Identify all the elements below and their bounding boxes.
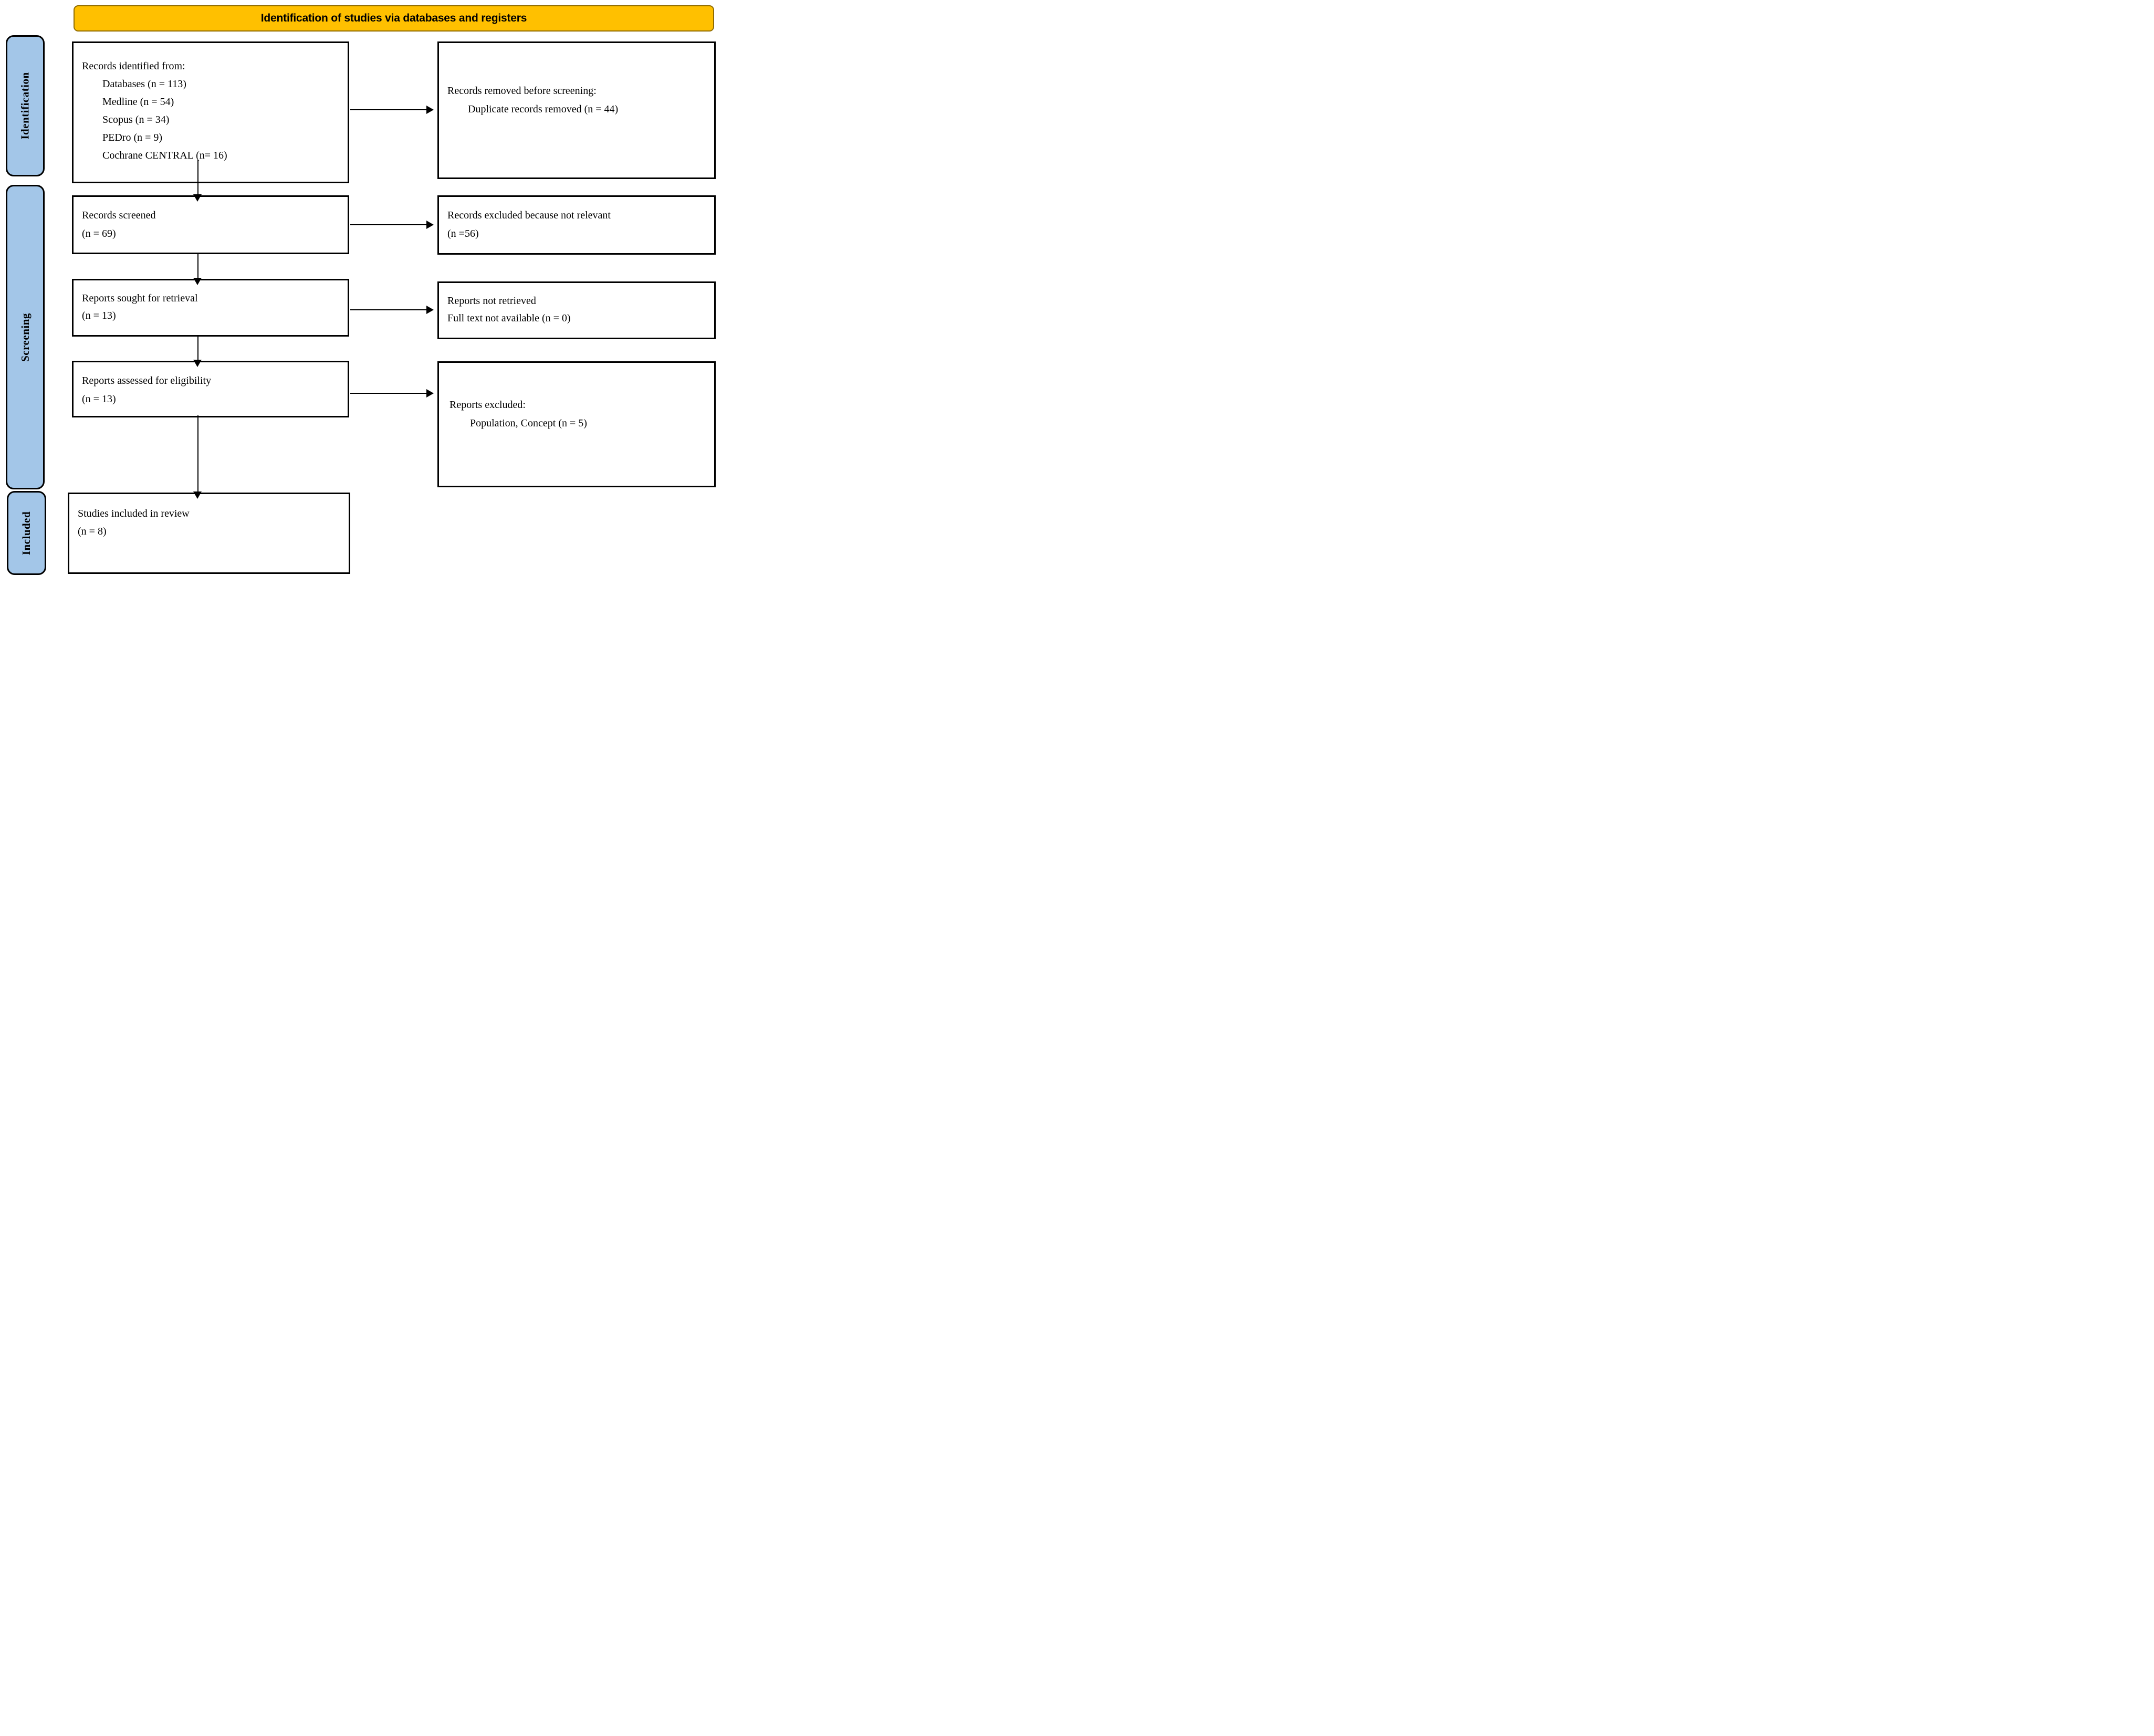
box-line: Records identified from: <box>82 60 185 72</box>
arrow-assessed-to-excluded-line <box>350 393 426 394</box>
stage-included-label: Included <box>20 511 33 555</box>
box-line: Reports sought for retrieval <box>82 292 198 304</box>
box-line: (n =56) <box>447 228 479 239</box>
box-line: Databases (n = 113) <box>102 78 186 90</box>
arrow-screened-to-sought-line <box>197 254 198 279</box>
box-studies-included: Studies included in review (n = 8) <box>68 493 350 574</box>
box-line: PEDro (n = 9) <box>102 132 163 143</box>
stage-screening-label: Screening <box>18 312 32 362</box>
box-line: (n = 69) <box>82 228 116 239</box>
box-line: Cochrane CENTRAL (n= 16) <box>102 150 227 161</box>
banner-identification-of-studies: Identification of studies via databases … <box>74 5 714 32</box>
box-reports-excluded: Reports excluded: Population, Concept (n… <box>437 361 716 487</box>
stage-identification: Identification <box>6 35 45 176</box>
box-records-identified: Records identified from: Databases (n = … <box>72 41 349 183</box>
stage-screening: Screening <box>6 185 45 489</box>
arrow-assessed-to-excluded-head <box>426 389 434 398</box>
box-line: Records screened <box>82 210 156 221</box>
box-line: Full text not available (n = 0) <box>447 312 571 324</box>
box-reports-not-retrieved: Reports not retrieved Full text not avai… <box>437 281 716 339</box>
arrow-sought-to-assessed-head <box>193 360 202 367</box>
arrow-identified-to-removed-line <box>350 109 426 110</box>
arrow-sought-to-notretrieved-head <box>426 306 434 314</box>
prisma-flow-diagram: Identification of studies via databases … <box>0 0 718 579</box>
box-records-removed: Records removed before screening: Duplic… <box>437 41 716 179</box>
box-line: Medline (n = 54) <box>102 96 174 108</box>
arrow-identified-to-removed-head <box>426 106 434 114</box>
box-line: Duplicate records removed (n = 44) <box>468 103 619 115</box>
box-line: Population, Concept (n = 5) <box>470 417 587 429</box>
box-line: Records excluded because not relevant <box>447 210 611 221</box>
arrow-identified-to-screened-line <box>197 160 198 195</box>
arrow-sought-to-notretrieved-line <box>350 309 426 310</box>
arrow-assessed-to-included-head <box>193 491 202 499</box>
box-line: Records removed before screening: <box>447 85 597 97</box>
stage-identification-label: Identification <box>18 72 32 140</box>
box-reports-sought: Reports sought for retrieval (n = 13) <box>72 279 349 337</box>
box-line: Reports not retrieved <box>447 295 536 307</box>
box-records-excluded: Records excluded because not relevant (n… <box>437 195 716 255</box>
arrow-identified-to-screened-head <box>193 194 202 202</box>
arrow-screened-to-excluded-head <box>426 221 434 229</box>
arrow-screened-to-sought-head <box>193 278 202 285</box>
arrow-assessed-to-included-line <box>197 415 198 493</box>
box-line: (n = 8) <box>78 526 107 537</box>
box-line: Studies included in review <box>78 508 190 519</box>
box-line: Reports assessed for eligibility <box>82 375 212 386</box>
stage-included: Included <box>7 491 46 575</box>
box-records-screened: Records screened (n = 69) <box>72 195 349 254</box>
box-line: (n = 13) <box>82 310 116 321</box>
box-line: (n = 13) <box>82 393 116 405</box>
arrow-screened-to-excluded-line <box>350 224 426 225</box>
box-line: Scopus (n = 34) <box>102 114 170 126</box>
banner-title: Identification of studies via databases … <box>260 12 527 24</box>
box-line: Reports excluded: <box>449 399 526 411</box>
box-reports-assessed: Reports assessed for eligibility (n = 13… <box>72 361 349 417</box>
arrow-sought-to-assessed-line <box>197 337 198 361</box>
